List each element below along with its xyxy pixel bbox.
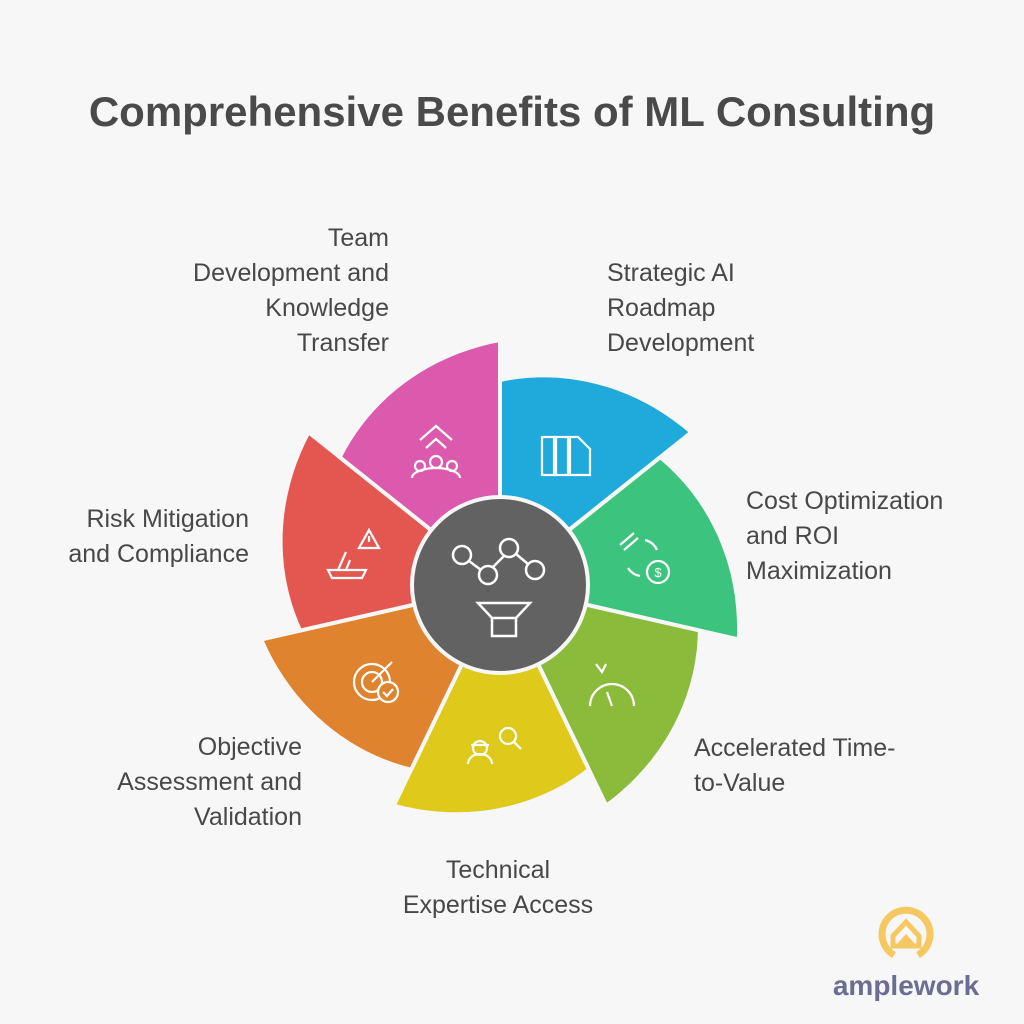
speedometer-icon [588, 663, 636, 707]
logo-text: amplework [832, 970, 980, 1001]
label-accelerated-time-to-value: Accelerated Time- to-Value [694, 734, 896, 797]
label-technical-expertise: Technical Expertise Access [402, 856, 594, 919]
label-cost-optimization: Cost Optimization and ROI Maximization [746, 487, 944, 585]
center-hub [410, 495, 590, 675]
cost-cycle-dollar-icon: $ [619, 532, 671, 585]
amplework-logo: amplework [826, 905, 986, 1002]
label-objective-assessment: Objective Assessment and Validation [117, 733, 302, 831]
svg-text:$: $ [654, 565, 662, 580]
engineer-search-icon [466, 726, 522, 765]
target-check-icon [352, 661, 400, 704]
label-team-development: Team Development and Knowledge Transfer [193, 224, 389, 357]
page-title: Comprehensive Benefits of ML Consulting [88, 88, 936, 135]
label-strategic-ai-roadmap: Strategic AI Roadmap Development [607, 259, 755, 357]
label-risk-mitigation: Risk Mitigation and Compliance [68, 505, 249, 568]
ml-graph-funnel-icon [451, 537, 546, 638]
warning-ship-icon [326, 527, 381, 580]
wedge-3 [390, 580, 592, 817]
roadmap-columns-icon [540, 435, 592, 477]
team-growth-icon [410, 424, 462, 479]
amplework-logo-icon [878, 906, 934, 959]
